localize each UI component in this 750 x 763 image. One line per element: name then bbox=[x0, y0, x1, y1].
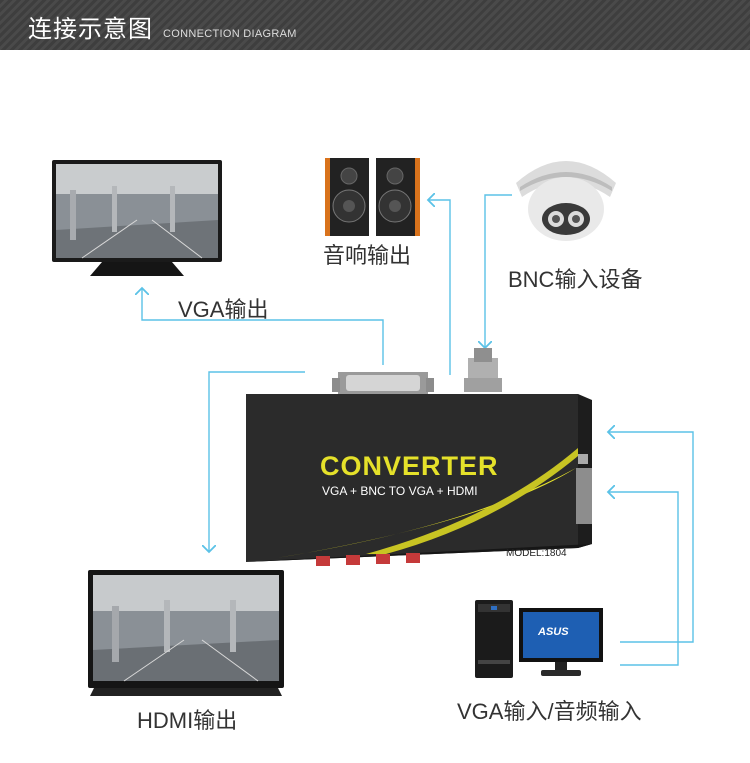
converter-model: MODEL:1804 bbox=[506, 548, 567, 559]
label-hdmi-out: HDMI输出 bbox=[137, 708, 238, 733]
bnc-in-line bbox=[485, 194, 512, 348]
parking-garage-screen-2 bbox=[93, 575, 279, 682]
pc-tower bbox=[475, 600, 513, 678]
page-title: 连接示意图 bbox=[28, 15, 153, 43]
vga-in-port bbox=[576, 468, 592, 524]
bnc-camera bbox=[516, 161, 616, 241]
speakers bbox=[325, 158, 420, 236]
vga-in-line bbox=[608, 432, 694, 643]
monitor-brand: ASUS bbox=[538, 626, 569, 638]
vga-monitor bbox=[52, 160, 222, 276]
speaker-right bbox=[376, 158, 420, 236]
front-jacks bbox=[316, 553, 420, 566]
page-subtitle: CONNECTION DIAGRAM bbox=[163, 28, 297, 40]
audio-in-line bbox=[608, 492, 679, 666]
header-banner: 连接示意图 CONNECTION DIAGRAM bbox=[0, 0, 750, 50]
speaker-left bbox=[325, 158, 369, 236]
converter-title: CONVERTER bbox=[320, 451, 499, 481]
hdmi-out-line bbox=[209, 371, 305, 552]
converter-subtitle: VGA + BNC TO VGA + HDMI bbox=[322, 484, 478, 498]
vga-out-line bbox=[142, 288, 384, 365]
label-vga-audio-in: VGA输入/音频输入 bbox=[457, 699, 642, 724]
label-vga-out: VGA输出 bbox=[178, 297, 269, 322]
vga-out-port bbox=[332, 372, 434, 394]
bnc-port bbox=[464, 348, 502, 392]
pc-monitor bbox=[519, 608, 603, 676]
label-speaker-out: 音响输出 bbox=[323, 243, 412, 268]
converter-box bbox=[246, 348, 592, 566]
pc-setup bbox=[475, 600, 603, 678]
parking-garage-screen bbox=[56, 164, 218, 259]
hdmi-tv bbox=[88, 570, 284, 696]
speaker-out-line bbox=[428, 200, 451, 375]
label-bnc-in: BNC输入设备 bbox=[508, 267, 643, 292]
